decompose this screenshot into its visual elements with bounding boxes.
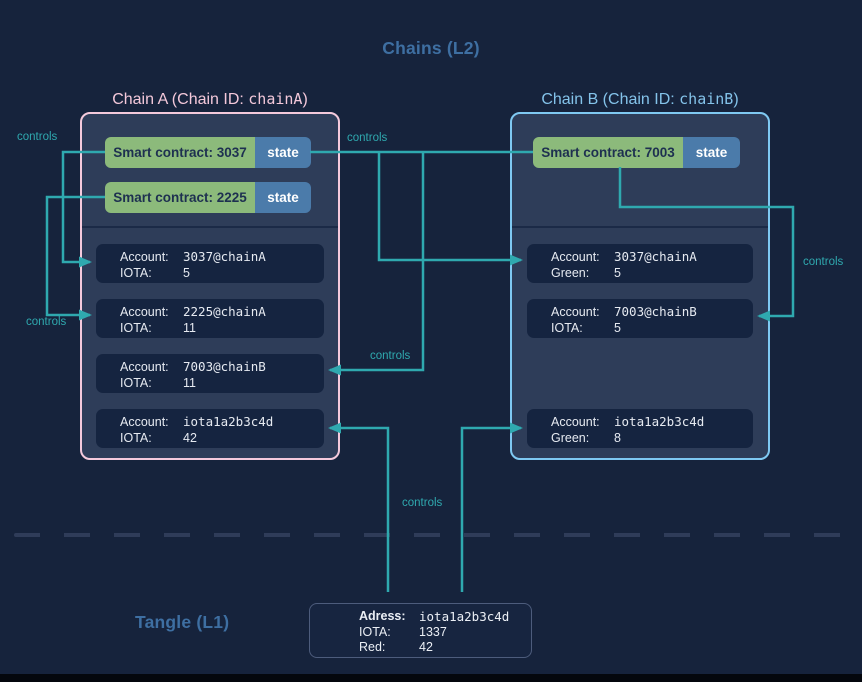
balance-value: 11	[183, 321, 196, 335]
balance-value: 42	[183, 431, 197, 445]
controls-label: controls	[347, 132, 388, 144]
smart-contract-label: Smart contract: 2225	[105, 182, 255, 213]
panel-divider	[82, 226, 338, 228]
account-label: Account:	[551, 305, 600, 319]
panel-divider	[512, 226, 768, 228]
layer-separator-dashed-line	[14, 533, 848, 537]
account-label: Account:	[120, 415, 169, 429]
account-id: iota1a2b3c4d	[614, 414, 705, 429]
account-card-iota1a2b3c4d: Account: iota1a2b3c4d IOTA: 42	[96, 409, 324, 448]
smart-contract-label: Smart contract: 3037	[105, 137, 255, 168]
connector-branch-to-accB1	[377, 152, 523, 266]
chain-a-title-prefix: Chain A (Chain ID:	[112, 91, 249, 108]
account-label: Account:	[120, 250, 169, 264]
account-card-3037-chainA: Account: 3037@chainA Green: 5	[527, 244, 753, 283]
smart-contract-label: Smart contract: 7003	[533, 137, 683, 168]
balance-label: Green:	[551, 431, 590, 445]
balance-label: IOTA:	[120, 266, 152, 280]
red-value: 42	[419, 640, 433, 654]
chain-a-title: Chain A (Chain ID: chainA)	[80, 90, 340, 109]
account-label: Account:	[551, 415, 600, 429]
balance-label: IOTA:	[120, 321, 152, 335]
balance-value: 11	[183, 376, 196, 390]
account-card-7003-chainB: Account: 7003@chainB IOTA: 11	[96, 354, 324, 393]
chains-l2-heading: Chains (L2)	[382, 38, 480, 58]
account-card-iota1a2b3c4d: Account: iota1a2b3c4d Green: 8	[527, 409, 753, 448]
iota-label: IOTA:	[359, 624, 391, 639]
account-card-3037-chainA: Account: 3037@chainA IOTA: 5	[96, 244, 324, 283]
chain-b-title: Chain B (Chain ID: chainB)	[510, 90, 770, 109]
account-id: 3037@chainA	[183, 249, 266, 264]
account-id: 2225@chainA	[183, 304, 266, 319]
smart-contract-3037: Smart contract: 3037 state	[105, 137, 311, 168]
balance-label: IOTA:	[120, 431, 152, 445]
account-id: 7003@chainB	[183, 359, 266, 374]
controls-label: controls	[803, 256, 844, 268]
address-value: iota1a2b3c4d	[419, 609, 510, 624]
balance-value: 5	[614, 321, 621, 335]
chain-a-panel: Smart contract: 3037 state Smart contrac…	[80, 112, 340, 460]
balance-value: 8	[614, 431, 621, 445]
chain-b-panel: Smart contract: 7003 state Account: 3037@…	[510, 112, 770, 460]
chain-a-title-suffix: )	[302, 91, 308, 108]
red-label: Red:	[359, 640, 386, 654]
state-badge: state	[255, 182, 311, 213]
balance-label: IOTA:	[120, 376, 152, 390]
account-id: 3037@chainA	[614, 249, 697, 264]
balance-value: 5	[614, 266, 621, 280]
address-label: Adress:	[359, 609, 406, 623]
chain-a-id: chainA	[248, 90, 303, 108]
balance-label: IOTA:	[551, 321, 583, 335]
account-card-2225-chainA: Account: 2225@chainA IOTA: 11	[96, 299, 324, 338]
controls-label: controls	[402, 497, 443, 509]
account-card-7003-chainB: Account: 7003@chainB IOTA: 5	[527, 299, 753, 338]
balance-value: 5	[183, 266, 190, 280]
smart-contract-2225: Smart contract: 2225 state	[105, 182, 311, 213]
smart-contract-7003: Smart contract: 7003 state	[533, 137, 740, 168]
tangle-l1-heading: Tangle (L1)	[135, 612, 230, 632]
iota-value: 1337	[419, 624, 447, 639]
tangle-address-box: Adress: iota1a2b3c4d IOTA: 1337 Red: 42	[309, 603, 532, 658]
chain-b-id: chainB	[679, 90, 734, 108]
account-label: Account:	[120, 305, 169, 319]
chain-b-title-suffix: )	[733, 91, 739, 108]
state-badge: state	[683, 137, 740, 168]
account-label: Account:	[551, 250, 600, 264]
balance-label: Green:	[551, 266, 590, 280]
controls-label: controls	[26, 316, 67, 328]
account-id: iota1a2b3c4d	[183, 414, 274, 429]
account-id: 7003@chainB	[614, 304, 697, 319]
controls-label: controls	[17, 131, 58, 143]
state-badge: state	[255, 137, 311, 168]
connector-branch-to-accA3	[328, 152, 425, 376]
chain-b-title-prefix: Chain B (Chain ID:	[541, 91, 680, 108]
account-label: Account:	[120, 360, 169, 374]
bottom-edge-strip	[0, 674, 862, 682]
controls-label: controls	[370, 350, 411, 362]
